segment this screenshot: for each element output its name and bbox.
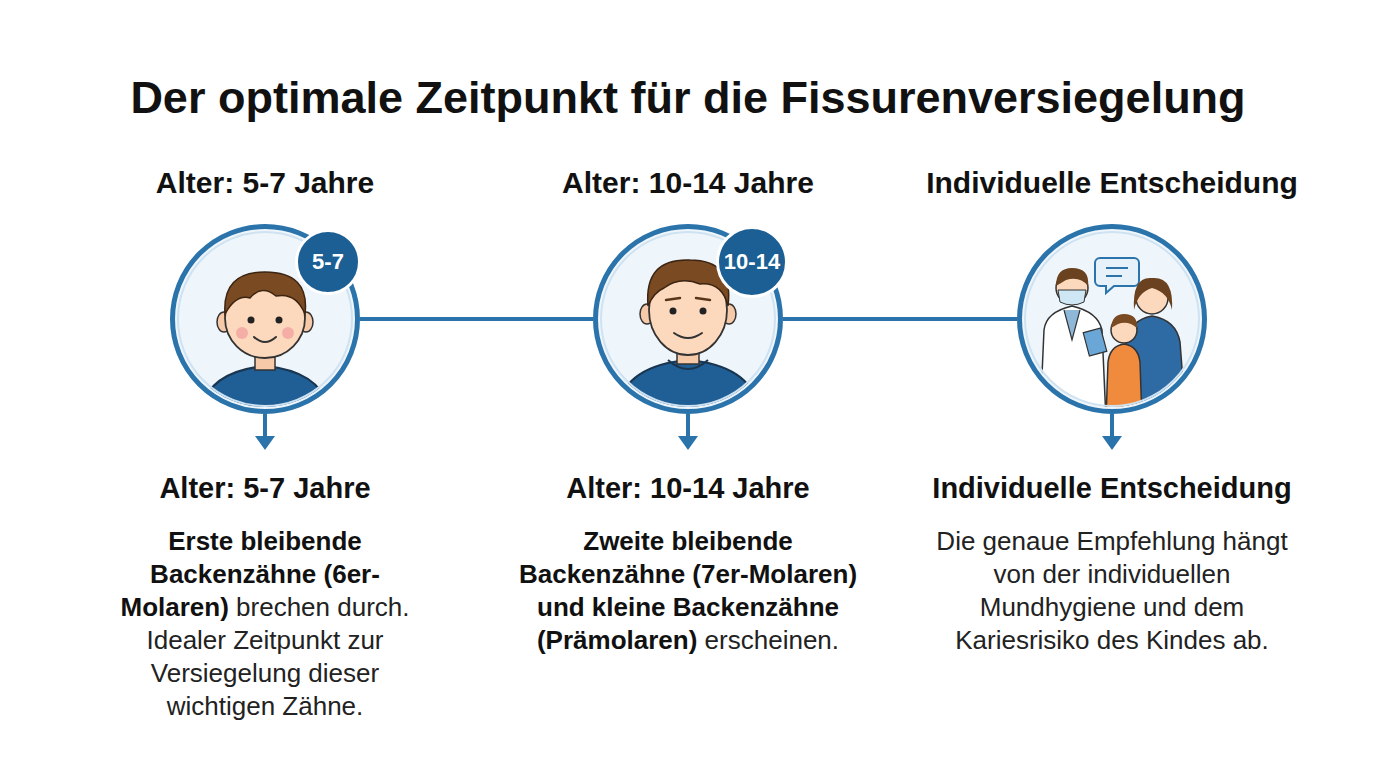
body-text: Die genaue Empfehlung hängt von der indi…	[936, 526, 1287, 655]
down-arrows	[255, 414, 1122, 450]
stage-description: Individuelle EntscheidungDie genaue Empf…	[922, 472, 1302, 657]
age-badge: 10-14	[716, 226, 788, 298]
stage-description: Alter: 5-7 JahreErste bleibende Backenzä…	[95, 472, 435, 723]
age-badge: 5-7	[295, 229, 361, 295]
stage-circle: Alter: 5-7 Jahre5-7	[170, 224, 360, 414]
stage-heading: Alter: 10-14 Jahre	[562, 166, 814, 200]
timeline-connector	[360, 317, 593, 321]
description-heading: Individuelle Entscheidung	[922, 472, 1302, 505]
stage-heading: Alter: 5-7 Jahre	[156, 166, 374, 200]
badge-text: 10-14	[724, 249, 780, 275]
circle-outline	[1017, 224, 1207, 414]
timeline-connector	[783, 317, 1017, 321]
badge-text: 5-7	[312, 249, 344, 275]
diagram-title: Der optimale Zeitpunkt für die Fissurenv…	[0, 72, 1376, 124]
description-body: Die genaue Empfehlung hängt von der indi…	[922, 525, 1302, 657]
description-heading: Alter: 5-7 Jahre	[95, 472, 435, 505]
stage-heading: Individuelle Entscheidung	[926, 166, 1298, 200]
stage-circle: Individuelle Entscheidung	[1017, 224, 1207, 414]
body-text: erscheinen.	[705, 625, 839, 655]
description-body: Zweite bleibende Backenzähne (7er-Molare…	[513, 525, 863, 657]
stage-circle: Alter: 10-14 Jahre10-14	[593, 224, 783, 414]
description-body: Erste bleibende Backenzähne (6er-Molaren…	[95, 525, 435, 723]
stage-description: Alter: 10-14 JahreZweite bleibende Backe…	[513, 472, 863, 657]
description-heading: Alter: 10-14 Jahre	[513, 472, 863, 505]
